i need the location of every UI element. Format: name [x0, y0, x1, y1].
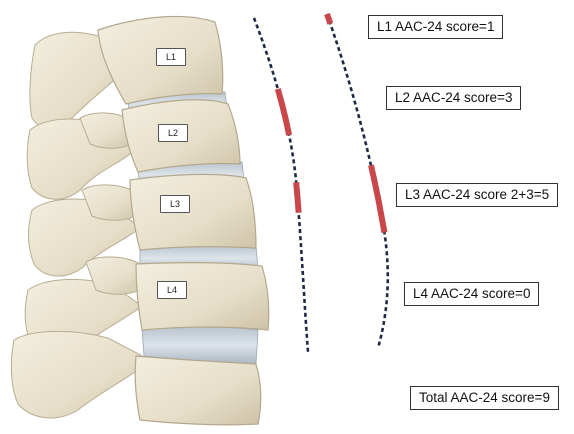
vertebra-label-l3: L3 [160, 195, 190, 213]
score-total: Total AAC-24 score=9 [410, 386, 559, 410]
vertebral-body-l4 [136, 263, 269, 330]
anterior-wall-calcification-l3-1 [296, 182, 298, 213]
spinous-process-l5 [11, 331, 150, 418]
posterior-wall-calcification-l3-1 [371, 165, 384, 232]
score-l1: L1 AAC-24 score=1 [368, 15, 503, 39]
vertebral-body-l3 [130, 174, 256, 250]
score-l2: L2 AAC-24 score=3 [386, 86, 521, 110]
vertebra-label-l4: L4 [157, 281, 187, 299]
vertebra-label-l2: L2 [158, 124, 188, 142]
posterior-wall-calcification-l1-0 [327, 14, 330, 24]
score-l3: L3 AAC-24 score 2+3=5 [396, 183, 558, 207]
score-l4: L4 AAC-24 score=0 [404, 282, 539, 306]
calcification-segments [278, 14, 385, 233]
vertebra-label-l1: L1 [156, 48, 186, 66]
vertebral-body-l5 [135, 356, 261, 425]
anterior-wall-calcification-l2-0 [278, 89, 289, 135]
aorta [254, 14, 388, 352]
aorta-posterior-wall [327, 14, 388, 348]
